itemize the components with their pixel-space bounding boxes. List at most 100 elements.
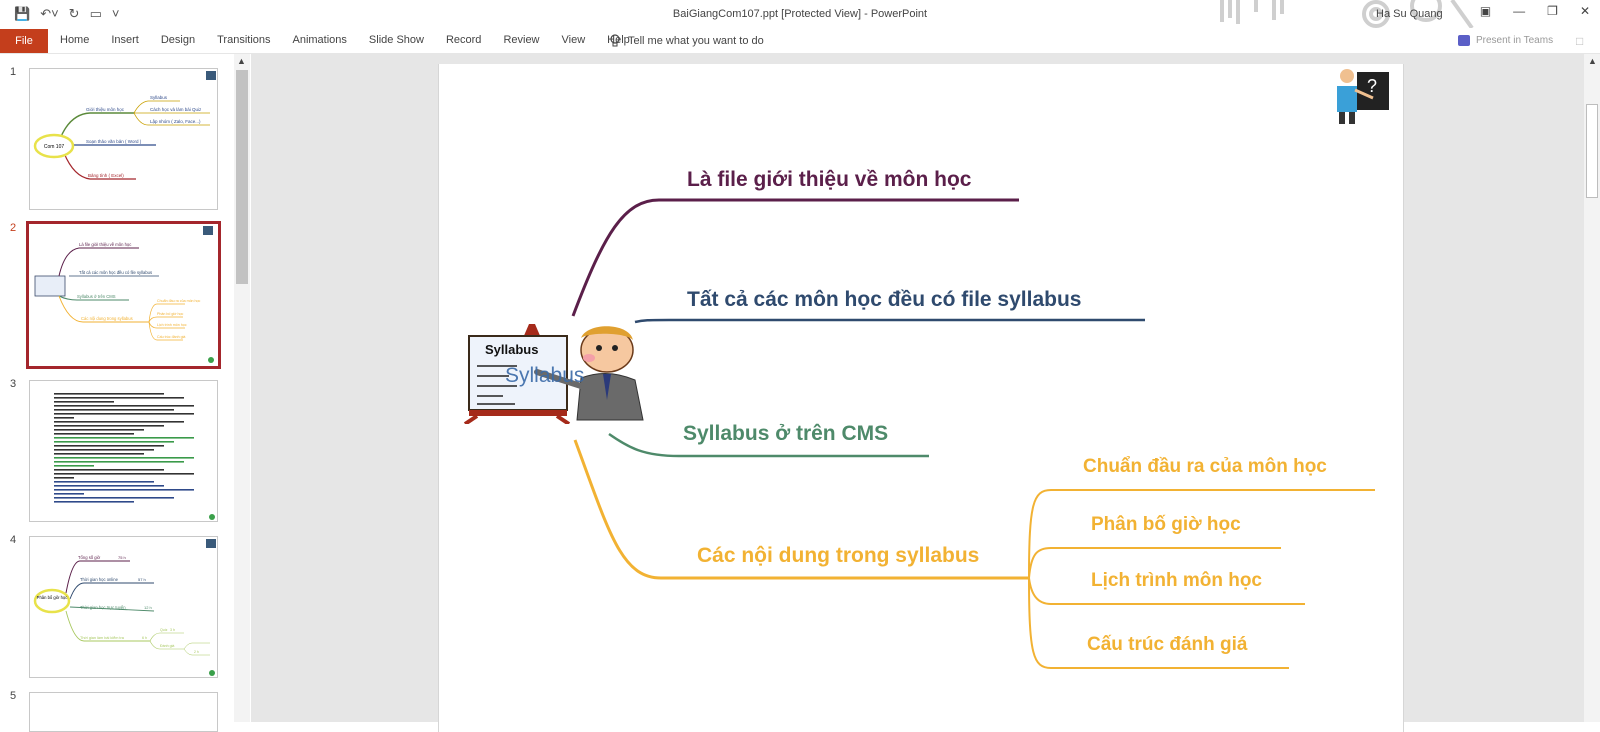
thumb-4-r2: Thời gian học online — [80, 577, 119, 582]
slide-thumbnail-5[interactable] — [29, 692, 218, 732]
start-slideshow-icon[interactable]: ▭ — [89, 6, 102, 21]
ribbon-tab-bar: File Home Insert Design Transitions Anim… — [0, 28, 1600, 54]
lightbulb-icon — [610, 34, 620, 47]
thumb-4-r6v: 2 h — [194, 650, 199, 654]
ribbon-display-icon[interactable]: ▣ — [1479, 4, 1492, 18]
tell-me-search[interactable]: Tell me what you want to do — [610, 34, 764, 48]
sub-branch-schedule: Lịch trình môn học — [1091, 570, 1262, 591]
thumb-1-b1c: Lập nhóm ( Zalo, Face...) — [150, 119, 201, 124]
thumb-number-5: 5 — [10, 690, 17, 702]
slide-thumbnail-1[interactable]: Com 107 Giới thiệu môn học Syllabus Cách… — [29, 68, 218, 210]
tab-slide-show[interactable]: Slide Show — [368, 34, 424, 46]
thumb-4-r5v: 3 h — [170, 628, 175, 632]
connector-4 — [573, 439, 1029, 580]
thumb-1-mindmap: Com 107 Giới thiệu môn học Syllabus Cách… — [33, 71, 216, 180]
thumb-4-center: Phân bổ giờ học — [37, 595, 68, 600]
mindmap-connectors — [571, 198, 1375, 669]
thumb-2-corner-icon — [203, 226, 213, 235]
thumbnail-scroll-thumb[interactable] — [236, 70, 248, 284]
thumb-2-b2: Tất cả các môn học đều có file syllabus — [79, 270, 152, 275]
quick-access-toolbar: 💾 ↶˅ ↻ ▭ ˅ — [14, 5, 119, 23]
redo-icon[interactable]: ↻ — [68, 6, 80, 21]
tab-home[interactable]: Home — [60, 34, 90, 46]
undo-icon[interactable]: ↶˅ — [40, 6, 59, 21]
close-icon[interactable]: ✕ — [1579, 4, 1590, 18]
slide-scroll-thumb[interactable] — [1586, 104, 1598, 198]
maximize-icon[interactable]: ❐ — [1547, 4, 1558, 18]
thumb-4-r4v: 6 h — [142, 636, 147, 640]
thumb-1-b1: Giới thiệu môn học — [86, 107, 125, 112]
slide-thumbnail-4[interactable]: Phân bổ giờ học Tổng số giờ 75 h Thời gi… — [29, 536, 218, 678]
thumb-3-text-block — [54, 393, 194, 503]
thumb-1-corner-icon — [206, 71, 216, 80]
thumb-3-status-dot — [209, 514, 215, 520]
connector-4-4 — [1028, 577, 1289, 669]
title-bar-pattern — [1220, 0, 1474, 28]
connector-2 — [634, 318, 1145, 324]
user-name[interactable]: Ha Su Quang — [1376, 8, 1443, 20]
question-mark-icon: ? — [1367, 76, 1377, 96]
slide-editing-area: Syllabus Syllabus ? Là file giới thiệu — [251, 54, 1584, 732]
tab-transitions[interactable]: Transitions — [217, 34, 271, 46]
thumb-4-r5: Quiz — [160, 628, 168, 632]
sub-branch-assessment: Cấu trúc đánh giá — [1087, 634, 1248, 655]
branch-all-subjects: Tất cả các môn học đều có file syllabus — [687, 288, 1082, 311]
thumb-4-r1: Tổng số giờ — [78, 555, 101, 560]
thumb-1-b1b: Cách học và làm bài Quiz — [150, 107, 202, 112]
tab-review[interactable]: Review — [503, 34, 540, 46]
clipart-syllabus-label: Syllabus — [485, 342, 538, 357]
slide-thumbnail-3[interactable] — [29, 380, 218, 522]
scroll-up-icon[interactable]: ▲ — [1588, 56, 1597, 66]
thumb-2-b1: Là file giới thiệu về môn học — [79, 242, 131, 247]
present-in-teams-label: Present in Teams — [1476, 35, 1554, 46]
slide-thumbnail-2[interactable]: Là file giới thiệu về môn học Tất cả các… — [26, 221, 221, 369]
tab-animations[interactable]: Animations — [292, 34, 347, 46]
thumb-4-r1v: 75 h — [118, 555, 126, 560]
thumb-4-r2v: 57 h — [138, 577, 146, 582]
minimize-icon[interactable]: — — [1513, 4, 1526, 18]
tell-me-label: Tell me what you want to do — [628, 35, 764, 47]
thumb-number-2: 2 — [10, 222, 17, 234]
thumb-1-b1a: Syllabus — [150, 95, 168, 100]
thumb-number-4: 4 — [10, 534, 17, 546]
document-title: BaiGiangCom107.ppt [Protected View] - Po… — [672, 8, 928, 20]
tab-insert[interactable]: Insert — [111, 34, 139, 46]
sub-branch-learning-outcomes: Chuẩn đầu ra của môn học — [1083, 456, 1327, 477]
thumb-4-corner-icon — [206, 539, 216, 548]
thumb-1-center: Com 107 — [44, 144, 65, 150]
present-in-teams-button[interactable]: Present in Teams — [1458, 35, 1553, 46]
connector-4-2 — [1028, 547, 1281, 579]
thumb-2-s1: Chuẩn đầu ra của môn học — [157, 299, 201, 303]
thumb-2-b3: Syllabus ở trên CMS — [77, 294, 116, 299]
title-bar: 💾 ↶˅ ↻ ▭ ˅ BaiGiangCom107.ppt [Protected… — [0, 0, 1600, 28]
connector-3 — [608, 432, 929, 458]
thumb-4-r4: Thời gian làm bài kiểm tra — [80, 636, 125, 640]
save-icon[interactable]: 💾 — [14, 6, 31, 21]
tab-design[interactable]: Design — [160, 34, 196, 46]
thumb-4-mindmap: Phân bổ giờ học Tổng số giờ 75 h Thời gi… — [33, 539, 216, 676]
tab-record[interactable]: Record — [445, 34, 482, 46]
teacher-clipart: ? — [1337, 69, 1389, 124]
branch-contents: Các nội dung trong syllabus — [697, 544, 980, 567]
thumb-number-1: 1 — [10, 66, 17, 78]
comments-icon[interactable]: □ — [1576, 34, 1584, 48]
slide-scrollbar[interactable]: ▲ — [1584, 54, 1600, 722]
tab-view[interactable]: View — [561, 34, 586, 46]
customize-qat-icon[interactable]: ˅ — [111, 6, 120, 21]
branch-cms: Syllabus ở trên CMS — [683, 422, 889, 445]
thumbnail-scrollbar[interactable]: ▲ — [234, 54, 250, 722]
syllabus-overlay-text: Syllabus — [505, 364, 585, 387]
connector-4-1 — [1028, 489, 1375, 579]
thumb-3-text-lines — [54, 393, 215, 520]
sub-branch-time-allocation: Phân bố giờ học — [1091, 514, 1241, 535]
slide-canvas: Syllabus Syllabus ? Là file giới thiệu — [438, 64, 1404, 732]
syllabus-clipart: Syllabus — [463, 324, 644, 424]
scroll-up-icon[interactable]: ▲ — [237, 56, 246, 66]
teams-icon — [1458, 35, 1470, 46]
thumb-1-b3: Bảng tính ( Excel) — [88, 173, 124, 178]
connector-1 — [571, 198, 1019, 317]
thumb-2-status-dot — [208, 357, 214, 363]
thumb-4-status-dot — [209, 670, 215, 676]
thumb-2-b4: Các nội dung trong syllabus — [81, 316, 133, 321]
tab-file[interactable]: File — [0, 29, 48, 53]
